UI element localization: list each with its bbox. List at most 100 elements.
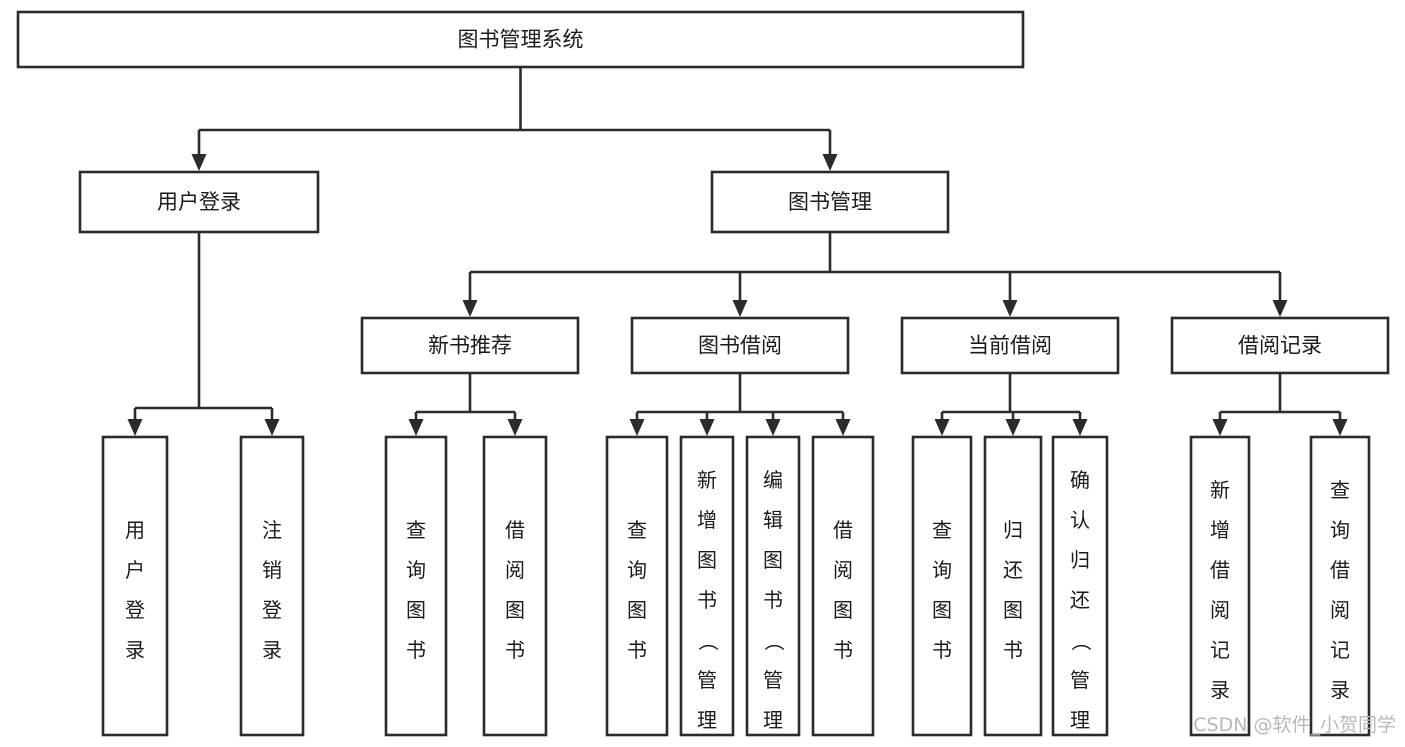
- node-label-char: 图: [763, 548, 783, 572]
- node-label-current-borrow: 当前借阅: [968, 334, 1052, 358]
- node-label-char: （: [696, 631, 720, 651]
- edge-group-book-manage: [462, 232, 1288, 317]
- node-box-current-borrow: [900, 316, 1120, 375]
- node-label-char: 认: [1070, 508, 1090, 532]
- node-label-char: 增: [1210, 518, 1230, 542]
- node-label-char: 询: [627, 558, 647, 582]
- node-label-book-manage: 图书管理: [788, 190, 872, 214]
- arrow-head-icon: [732, 300, 748, 317]
- node-label-char: 销: [262, 558, 282, 582]
- node-label-char: 图: [406, 598, 426, 622]
- arrow-head-icon: [1005, 419, 1021, 436]
- node-label-char: 归: [1070, 548, 1090, 572]
- node-label-char: 登: [125, 598, 145, 622]
- node-label-char: 书: [697, 588, 717, 612]
- arrow-head-icon: [629, 419, 645, 436]
- node-box-leaf-user-logout: [239, 435, 305, 737]
- node-label-char: 借: [833, 518, 853, 542]
- node-label-char: 阅: [505, 558, 525, 582]
- arrow-head-icon: [822, 154, 838, 171]
- node-root[interactable]: 图书管理系统: [16, 10, 1025, 69]
- node-label-char: 理: [1070, 708, 1090, 732]
- node-box-leaf-query-book-3: [911, 435, 973, 737]
- node-label-char: 管: [697, 668, 717, 692]
- node-label-char: 管: [763, 668, 783, 692]
- node-label-char: 录: [262, 638, 282, 662]
- node-box-book-manage: [710, 170, 950, 234]
- node-book-manage[interactable]: 图书管理: [710, 170, 950, 234]
- node-label-char: 图: [1003, 598, 1023, 622]
- arrow-head-icon: [835, 419, 851, 436]
- node-label-char: 注: [262, 518, 282, 542]
- node-label-char: 录: [1210, 678, 1230, 702]
- node-label-char: 归: [1003, 518, 1023, 542]
- node-label-new-book-recommend: 新书推荐: [428, 334, 512, 358]
- node-label-char: 询: [406, 558, 426, 582]
- arrow-head-icon: [699, 419, 715, 436]
- arrow-head-icon: [1272, 300, 1288, 317]
- node-label-char: 登: [262, 598, 282, 622]
- node-label-char: 图: [505, 598, 525, 622]
- node-box-leaf-add-borrow-record: [1189, 435, 1251, 737]
- node-label-borrow-record: 借阅记录: [1238, 334, 1322, 358]
- node-leaf-user-login[interactable]: 用户登录: [101, 435, 169, 737]
- node-label-char: 书: [406, 638, 426, 662]
- arrow-head-icon: [408, 419, 424, 436]
- node-box-book-borrow: [630, 316, 850, 375]
- node-box-leaf-return-book: [983, 435, 1043, 737]
- watermark-label: CSDN @软件_小贺同学: [1193, 714, 1396, 736]
- edge-group-user-login: [127, 232, 280, 436]
- node-label-char: 图: [627, 598, 647, 622]
- node-label-char: 新: [1210, 478, 1230, 502]
- node-label-char: 还: [1003, 558, 1023, 582]
- node-label-book-borrow: 图书借阅: [698, 334, 782, 358]
- edge-group-new-book-recommend: [408, 373, 523, 436]
- node-new-book-recommend[interactable]: 新书推荐: [360, 316, 580, 375]
- node-label-char: 书: [763, 588, 783, 612]
- arrow-head-icon: [191, 154, 207, 171]
- edge-group-borrow-record: [1212, 373, 1348, 436]
- node-label-char: 户: [125, 558, 145, 582]
- node-box-root: [16, 10, 1025, 69]
- node-label-char: （: [1069, 631, 1093, 651]
- arrow-head-icon: [1002, 300, 1018, 317]
- node-label-root: 图书管理系统: [458, 28, 584, 52]
- node-label-char: 书: [932, 638, 952, 662]
- arrow-head-icon: [1332, 419, 1348, 436]
- node-label-char: 书: [833, 638, 853, 662]
- node-label-char: 查: [627, 518, 647, 542]
- node-label-char: 用: [125, 518, 145, 542]
- node-label-char: 图: [932, 598, 952, 622]
- node-user-login[interactable]: 用户登录: [78, 170, 320, 234]
- node-label-char: 记: [1330, 638, 1350, 662]
- node-label-char: 管: [1070, 668, 1090, 692]
- node-label-char: 理: [763, 708, 783, 732]
- node-borrow-record[interactable]: 借阅记录: [1170, 316, 1390, 375]
- node-label-char: 借: [1330, 558, 1350, 582]
- node-box-leaf-query-borrow-record: [1309, 435, 1371, 737]
- arrow-head-icon: [462, 300, 478, 317]
- node-book-borrow[interactable]: 图书借阅: [630, 316, 850, 375]
- node-current-borrow[interactable]: 当前借阅: [900, 316, 1120, 375]
- node-box-leaf-query-book-2: [605, 435, 669, 737]
- node-label-char: 确: [1070, 468, 1090, 492]
- node-label-char: 书: [1003, 638, 1023, 662]
- node-label-char: 增: [697, 508, 717, 532]
- edge-group-book-borrow: [629, 373, 851, 436]
- node-label-char: 辑: [763, 508, 783, 532]
- node-box-user-login: [78, 170, 320, 234]
- arrow-head-icon: [264, 419, 280, 436]
